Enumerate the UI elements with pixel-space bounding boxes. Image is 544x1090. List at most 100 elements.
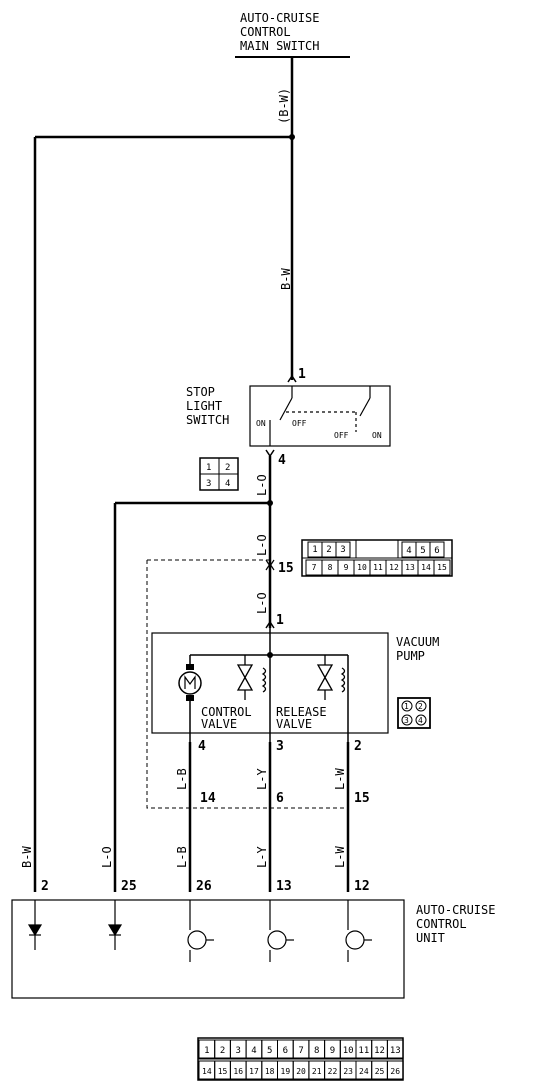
conn-15-terminal: [265, 559, 275, 571]
connector-cell-label: 24: [359, 1067, 369, 1076]
svg-text:PUMP: PUMP: [396, 649, 425, 663]
ecu-connector: [197, 1037, 404, 1081]
connector-cell-label: 20: [296, 1067, 306, 1076]
main-switch-label: AUTO-CRUISE CONTROL MAIN SWITCH: [240, 11, 319, 53]
shield-dashed-line: [146, 559, 348, 809]
svg-text:RELEASE: RELEASE: [276, 705, 327, 719]
connector-cell-label: 25: [375, 1067, 385, 1076]
stop-off2-label: OFF: [334, 431, 349, 440]
svg-text:4: 4: [418, 716, 423, 725]
connector-cell: [433, 559, 451, 576]
connector-cell-label: 12: [389, 563, 399, 572]
stop-out-pin: 4: [278, 453, 286, 468]
connector-cell-label: 3: [236, 1046, 241, 1056]
pump-in-pin: 1: [276, 613, 284, 628]
ecu-26-pin: 26: [196, 879, 212, 894]
stop-in-terminal: [287, 374, 297, 383]
mid-15-pin: 15: [354, 791, 370, 806]
connector-cell-label: 18: [265, 1067, 275, 1076]
connector-cell-label: 13: [390, 1046, 401, 1056]
l-b-color-2: L-B: [175, 846, 189, 868]
connector-cell-label: 14: [202, 1067, 212, 1076]
svg-text:UNIT: UNIT: [416, 931, 445, 945]
connector-cell-label: 4: [251, 1046, 256, 1056]
connector-cell-label: 11: [358, 1046, 369, 1056]
ecu-diode-1: [27, 900, 43, 950]
ecu-13-pin: 13: [276, 879, 292, 894]
svg-text:VALVE: VALVE: [276, 717, 312, 731]
l-o-branch-color: L-O: [100, 846, 114, 868]
connector-cell-label: 15: [437, 563, 447, 572]
stop-off-label: OFF: [292, 419, 307, 428]
connector-cell-label: 22: [328, 1067, 338, 1076]
svg-text:CONTROL: CONTROL: [240, 25, 291, 39]
svg-text:3: 3: [404, 716, 409, 725]
connector-cell-label: 1: [312, 545, 317, 555]
stop-out-terminal: [265, 449, 275, 458]
connector-cell-label: 5: [420, 546, 425, 556]
stop-light-switch-label: STOP LIGHT SWITCH: [186, 385, 229, 427]
connector-cell-label: 6: [283, 1046, 288, 1056]
l-o-color-2: L-O: [255, 534, 269, 556]
main-feed-color: (B-W): [277, 88, 291, 124]
control-unit-label: AUTO-CRUISE CONTROL UNIT: [416, 903, 495, 945]
connector-cell: [386, 1060, 404, 1080]
motor-brush-bottom: [186, 695, 194, 701]
connector-cell-label: 9: [330, 1046, 335, 1056]
mid-connector: [301, 539, 453, 577]
l-y-color-1: L-Y: [255, 768, 269, 790]
release-valve-label: RELEASE VALVE: [276, 705, 327, 731]
stop-on-label: ON: [256, 419, 266, 428]
svg-text:1: 1: [206, 463, 211, 473]
connector-cell-label: 10: [343, 1046, 354, 1056]
l-o-color-3: L-O: [255, 592, 269, 614]
connector-cell-label: 7: [298, 1046, 303, 1056]
stop-in-pin: 1: [298, 367, 306, 382]
connector-cell-label: 7: [312, 563, 317, 572]
l-w-color-1: L-W: [333, 768, 347, 790]
connector-cell: [429, 541, 445, 558]
svg-text:CONTROL: CONTROL: [416, 917, 467, 931]
stop-switch-contacts: [269, 386, 371, 446]
connector-cell-label: 17: [249, 1067, 259, 1076]
svg-text:VACUUM: VACUUM: [396, 635, 439, 649]
svg-text:2: 2: [225, 463, 230, 473]
svg-text:4: 4: [225, 479, 230, 489]
l-y-color-2: L-Y: [255, 846, 269, 868]
svg-text:CONTROL: CONTROL: [201, 705, 252, 719]
pump-4-pin: 4: [198, 739, 206, 754]
stop-on2-label: ON: [372, 431, 382, 440]
connector-cell-label: 14: [421, 563, 431, 572]
connector-cell-label: 2: [326, 545, 331, 555]
svg-text:AUTO-CRUISE: AUTO-CRUISE: [240, 11, 319, 25]
ecu-2-pin: 2: [41, 879, 49, 894]
motor-icon: [178, 671, 202, 695]
feed-color: B-W: [279, 268, 293, 290]
l-b-color-1: L-B: [175, 768, 189, 790]
svg-text:MAIN SWITCH: MAIN SWITCH: [240, 39, 319, 53]
ecu-transistor-2: [267, 900, 294, 962]
connector-cell: [386, 1039, 404, 1059]
connector-cell-label: 3: [340, 545, 345, 555]
pump-3-pin: 3: [276, 739, 284, 754]
stop-light-switch-box: [249, 385, 391, 447]
vacuum-pump-label: VACUUM PUMP: [396, 635, 439, 663]
svg-text:2: 2: [418, 702, 423, 711]
connector-cell-label: 26: [390, 1067, 400, 1076]
motor-m-glyph: [184, 675, 196, 689]
connector-cell-label: 8: [314, 1046, 319, 1056]
svg-text:SWITCH: SWITCH: [186, 413, 229, 427]
l-o-color-1: L-O: [255, 474, 269, 496]
connector-cell-label: 13: [405, 563, 415, 572]
svg-text:1: 1: [404, 702, 409, 711]
pump-2-pin: 2: [354, 739, 362, 754]
ecu-25-pin: 25: [121, 879, 137, 894]
connector-cell-label: 21: [312, 1067, 322, 1076]
connector-cell-label: 10: [357, 563, 367, 572]
control-unit-box: [11, 899, 405, 999]
pump-in-terminal: [265, 620, 275, 629]
svg-text:AUTO-CRUISE: AUTO-CRUISE: [416, 903, 495, 917]
